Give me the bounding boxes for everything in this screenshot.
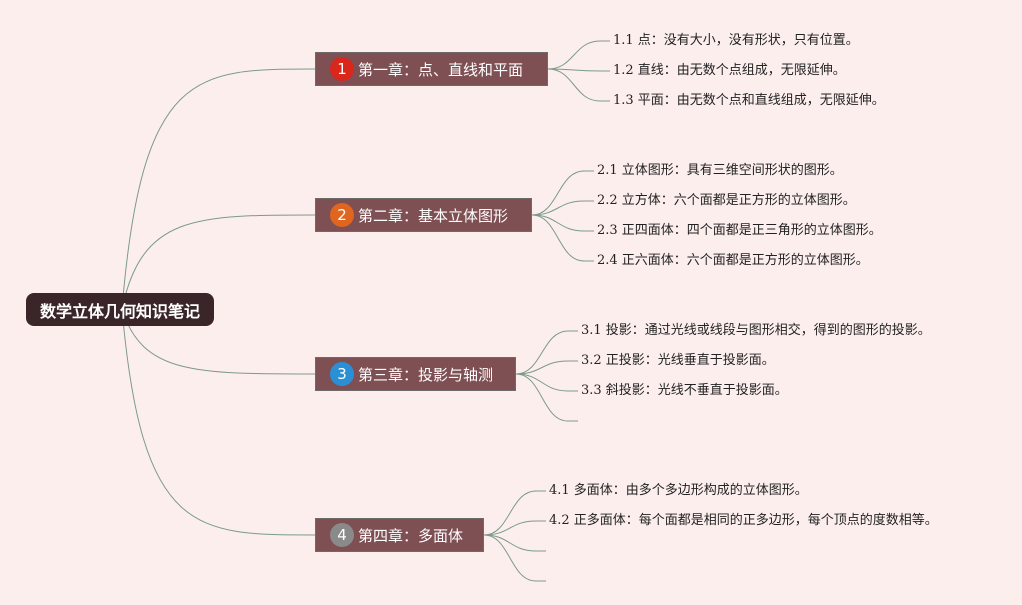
chapter-4-number-badge: 4 (330, 523, 354, 547)
root-to-chapter-4-link (121, 308, 316, 536)
chapter-3-item-1[interactable]: 3.1 投影：通过光线或线段与图形相交，得到的图形的投影。 (581, 323, 931, 338)
chapter-1-item-1[interactable]: 1.1 点：没有大小，没有形状，只有位置。 (613, 33, 859, 48)
chapter-4-item-1-link (483, 490, 546, 536)
chapter-3-label: 第三章：投影与轴测 (358, 365, 494, 384)
chapter-2-label: 第二章：基本立体图形 (358, 206, 509, 225)
chapter-1-item-1-link (547, 40, 610, 70)
chapter-1-item-2[interactable]: 1.2 直线：由无数个点组成，无限延伸。 (613, 63, 846, 78)
chapter-2-item-2-link (531, 200, 594, 216)
chapter-2-node[interactable]: 2 第二章：基本立体图形 (315, 198, 532, 232)
chapter-2-item-3-link (531, 214, 594, 232)
chapter-2-item-links (531, 170, 594, 262)
chapter-3-item-3-link (515, 373, 578, 392)
chapter-3-item-1-link (515, 330, 578, 375)
chapter-4-item-1[interactable]: 4.1 多面体：由多个多边形构成的立体图形。 (549, 483, 808, 498)
chapter-2-item-2[interactable]: 2.2 立方体：六个面都是正方形的立体图形。 (597, 193, 856, 208)
chapter-1-item-2-link (547, 68, 610, 72)
chapter-3-item-links (515, 330, 578, 422)
chapter-4-item-2-link (483, 520, 546, 536)
chapter-2-item-3[interactable]: 2.3 正四面体：四个面都是正三角形的立体图形。 (597, 223, 882, 238)
chapter-4-node[interactable]: 4 第四章：多面体 (315, 518, 484, 552)
chapter-3-node[interactable]: 3 第三章：投影与轴测 (315, 357, 516, 391)
chapter-1-item-3-link (547, 68, 610, 102)
chapter-1-label: 第一章：点、直线和平面 (358, 60, 524, 79)
chapter-4-item-3-link (483, 534, 546, 552)
chapter-4-item-4-link (483, 534, 546, 582)
chapter-4-item-2[interactable]: 4.2 正多面体：每个面都是相同的正多边形，每个顶点的度数相等。 (549, 513, 938, 528)
root-to-chapter-1-link (121, 68, 316, 310)
chapter-2-item-1-link (531, 170, 594, 216)
root-topic[interactable]: 数学立体几何知识笔记 (26, 293, 214, 326)
chapter-1-number-badge: 1 (330, 57, 354, 81)
chapter-3-item-3[interactable]: 3.3 斜投影：光线不垂直于投影面。 (581, 383, 788, 398)
root-to-chapter-2-link (121, 214, 316, 310)
chapter-2-item-4-link (531, 214, 594, 262)
chapter-1-node[interactable]: 1 第一章：点、直线和平面 (315, 52, 548, 86)
chapter-3-number-badge: 3 (330, 362, 354, 386)
chapter-4-item-links (483, 490, 546, 582)
chapter-3-item-2-link (515, 360, 578, 375)
chapter-1-item-links (547, 40, 610, 102)
root-to-chapter-3-link (121, 308, 316, 375)
chapter-4-label: 第四章：多面体 (358, 526, 464, 545)
chapter-1-item-3[interactable]: 1.3 平面：由无数个点和直线组成，无限延伸。 (613, 93, 885, 108)
chapter-3-item-4-link (515, 373, 578, 422)
chapter-2-item-4[interactable]: 2.4 正六面体：六个面都是正方形的立体图形。 (597, 253, 869, 268)
chapter-3-item-2[interactable]: 3.2 正投影：光线垂直于投影面。 (581, 353, 775, 368)
chapter-2-number-badge: 2 (330, 203, 354, 227)
chapter-2-item-1[interactable]: 2.1 立体图形：具有三维空间形状的图形。 (597, 163, 843, 178)
